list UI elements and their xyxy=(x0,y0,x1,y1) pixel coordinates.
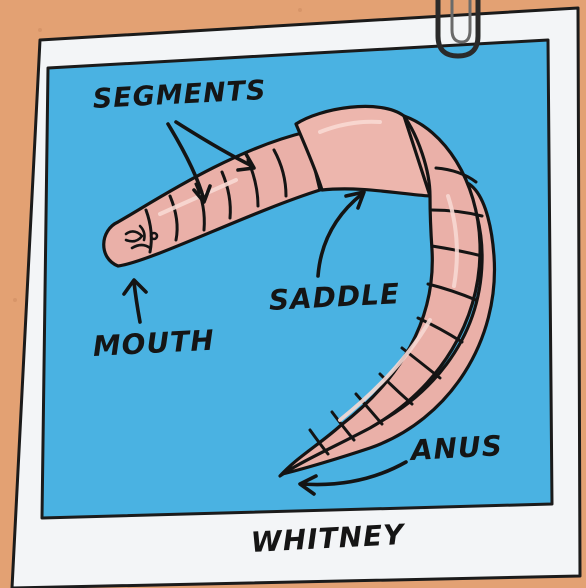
label-anus: ANUS xyxy=(410,429,504,467)
label-saddle: SADDLE xyxy=(268,277,401,317)
label-mouth: MOUTH xyxy=(92,324,215,363)
